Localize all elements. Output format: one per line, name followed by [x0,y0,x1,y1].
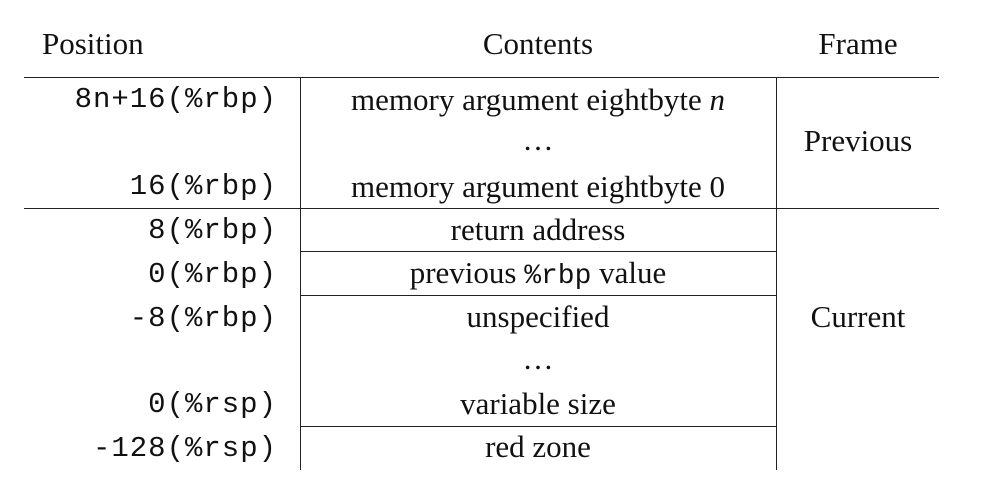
frame-previous: Previous [803,123,913,158]
header-rule [24,77,939,78]
contents-variable: n [709,82,725,117]
header-contents: Contents [482,26,594,61]
position-cell: -128(%rsp) [92,432,277,465]
position-cell: 0(%rsp) [148,388,277,421]
contents-right-rule [776,77,777,470]
contents-cell: previous %rbp value [300,257,776,291]
contents-cell: variable size [460,386,616,421]
cell-rule [300,426,776,427]
position-cell: -8(%rbp) [129,302,277,335]
frame-current: Current [810,299,906,334]
position-cell: 8n+16(%rbp) [74,83,277,116]
ellipsis-cell: … [522,122,554,157]
contents-text: previous [409,255,525,290]
contents-cell: unspecified [466,299,610,334]
contents-left-rule [300,77,301,470]
header-frame: Frame [818,26,898,61]
position-cell: 0(%rbp) [148,258,277,291]
ellipsis-cell: … [522,341,554,376]
contents-cell: memory argument eightbyte 0 [300,171,776,202]
header-position: Position [42,26,144,61]
contents-cell: red zone [485,429,591,464]
contents-variable: 0 [709,169,725,204]
contents-code: %rbp [524,261,592,292]
position-cell: 8(%rbp) [148,214,277,247]
cell-rule [300,295,776,296]
contents-cell: return address [450,212,626,247]
contents-text: value [591,255,667,290]
contents-text: memory argument eightbyte [351,169,710,204]
frame-separator-rule [24,208,939,209]
contents-text: memory argument eightbyte [351,82,710,117]
cell-rule [300,251,776,252]
position-cell: 16(%rbp) [129,170,277,203]
contents-cell: memory argument eightbyte n [300,84,776,115]
